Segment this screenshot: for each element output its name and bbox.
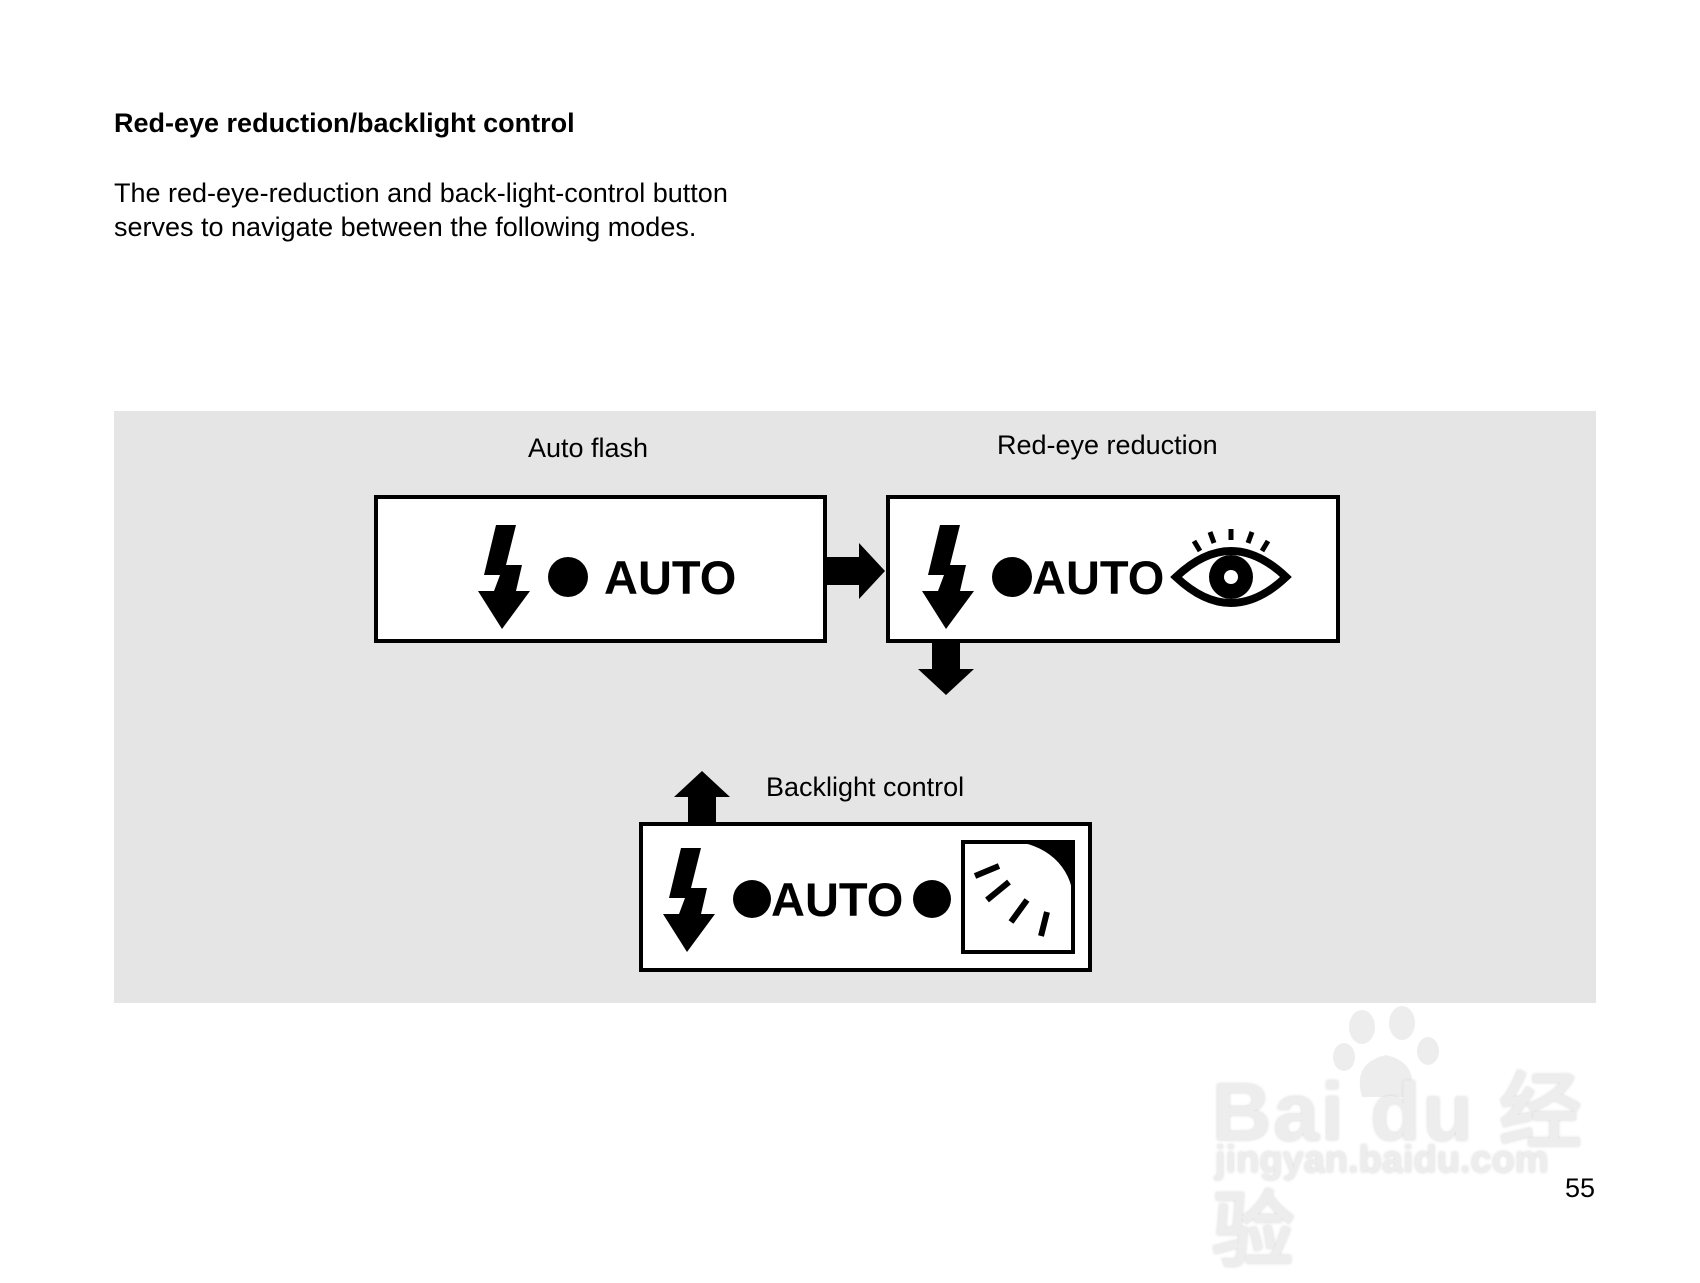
mode-box-backlight-control: AUTO <box>639 822 1092 972</box>
dot-icon <box>733 880 771 918</box>
mode-label-auto-flash: Auto flash <box>528 433 649 463</box>
auto-text: AUTO <box>604 551 737 604</box>
eye-icon <box>1170 529 1292 607</box>
auto-text: AUTO <box>771 873 904 926</box>
intro-line-2: serves to navigate between the following… <box>114 212 697 242</box>
mode-diagram-panel: Auto flash AUTO Red-eye reduction AUTO <box>114 411 1596 1003</box>
watermark-url: jingyan.baidu.com <box>1215 1139 1549 1181</box>
baidu-watermark: Bai du 经验 jingyan.baidu.com <box>1212 1005 1612 1277</box>
backlight-icon <box>961 840 1075 954</box>
page-number: 55 <box>1565 1173 1596 1203</box>
flash-icon <box>478 525 530 629</box>
paw-logo-icon <box>1333 1006 1439 1097</box>
mode-box-auto-flash: AUTO <box>374 495 827 643</box>
arrow-down-icon <box>918 643 974 695</box>
intro-line-1: The red-eye-reduction and back-light-con… <box>114 178 728 208</box>
mode-label-red-eye-reduction: Red-eye reduction <box>997 430 1218 460</box>
dot-icon <box>992 557 1032 597</box>
dot-icon <box>548 557 588 597</box>
arrow-right-icon <box>827 543 885 599</box>
mode-label-backlight-control: Backlight control <box>766 772 965 802</box>
flash-icon <box>663 848 715 952</box>
intro-text: The red-eye-reduction and back-light-con… <box>114 176 728 244</box>
arrow-up-icon <box>674 771 730 829</box>
page-heading: Red-eye reduction/backlight control <box>114 108 575 138</box>
dot-icon <box>913 880 951 918</box>
mode-box-red-eye-reduction: AUTO <box>886 495 1340 643</box>
auto-text: AUTO <box>1032 551 1165 604</box>
flash-icon <box>922 525 974 629</box>
